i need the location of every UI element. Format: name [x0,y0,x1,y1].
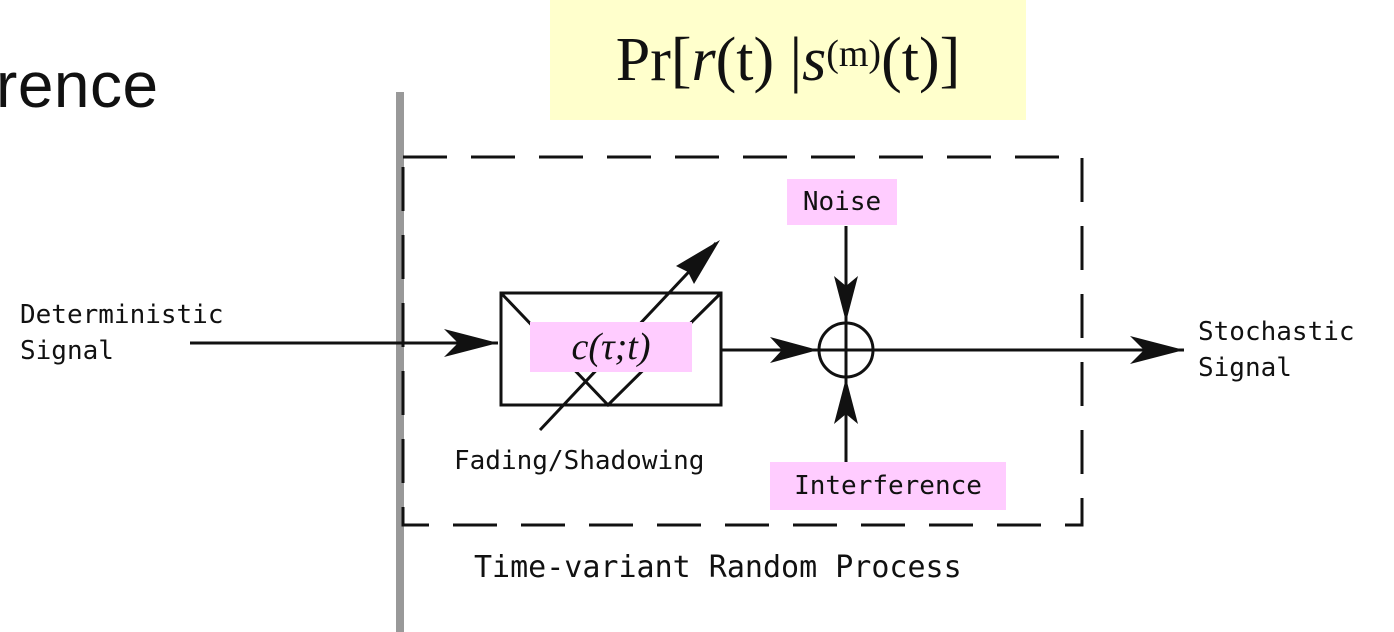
channel-response-label: c(τ;t) [530,322,692,372]
input-arrowhead [444,329,498,357]
input-signal-label-line1: Deterministic [20,300,224,330]
process-label: Time-variant Random Process [474,550,962,585]
input-signal-label-line2: Signal [20,336,114,366]
formula-suffix: (t)] [881,25,961,94]
formula-sup: (m) [826,33,882,75]
conditional-probability-formula: Pr[r(t) | s(m)(t)] [550,0,1026,120]
fading-label: Fading/Shadowing [454,446,705,476]
formula-r: r [691,25,716,94]
formula-prefix: Pr[ [615,25,692,94]
output-signal-label-line1: Stochastic [1198,317,1355,347]
slide-heading: rence [0,49,159,121]
noise-arrowhead [834,276,858,322]
summing-junction-icon [817,321,875,379]
formula-t1: (t) | [715,25,803,94]
noise-label: Noise [787,179,897,225]
interference-label: Interference [770,462,1006,510]
divider-line [396,92,404,632]
channel-out-arrowhead [770,337,818,363]
output-arrowhead [1130,336,1184,364]
process-boundary [401,155,1084,527]
formula-s: s [802,25,827,94]
interference-arrowhead [834,378,858,424]
output-signal-label-line2: Signal [1198,353,1292,383]
